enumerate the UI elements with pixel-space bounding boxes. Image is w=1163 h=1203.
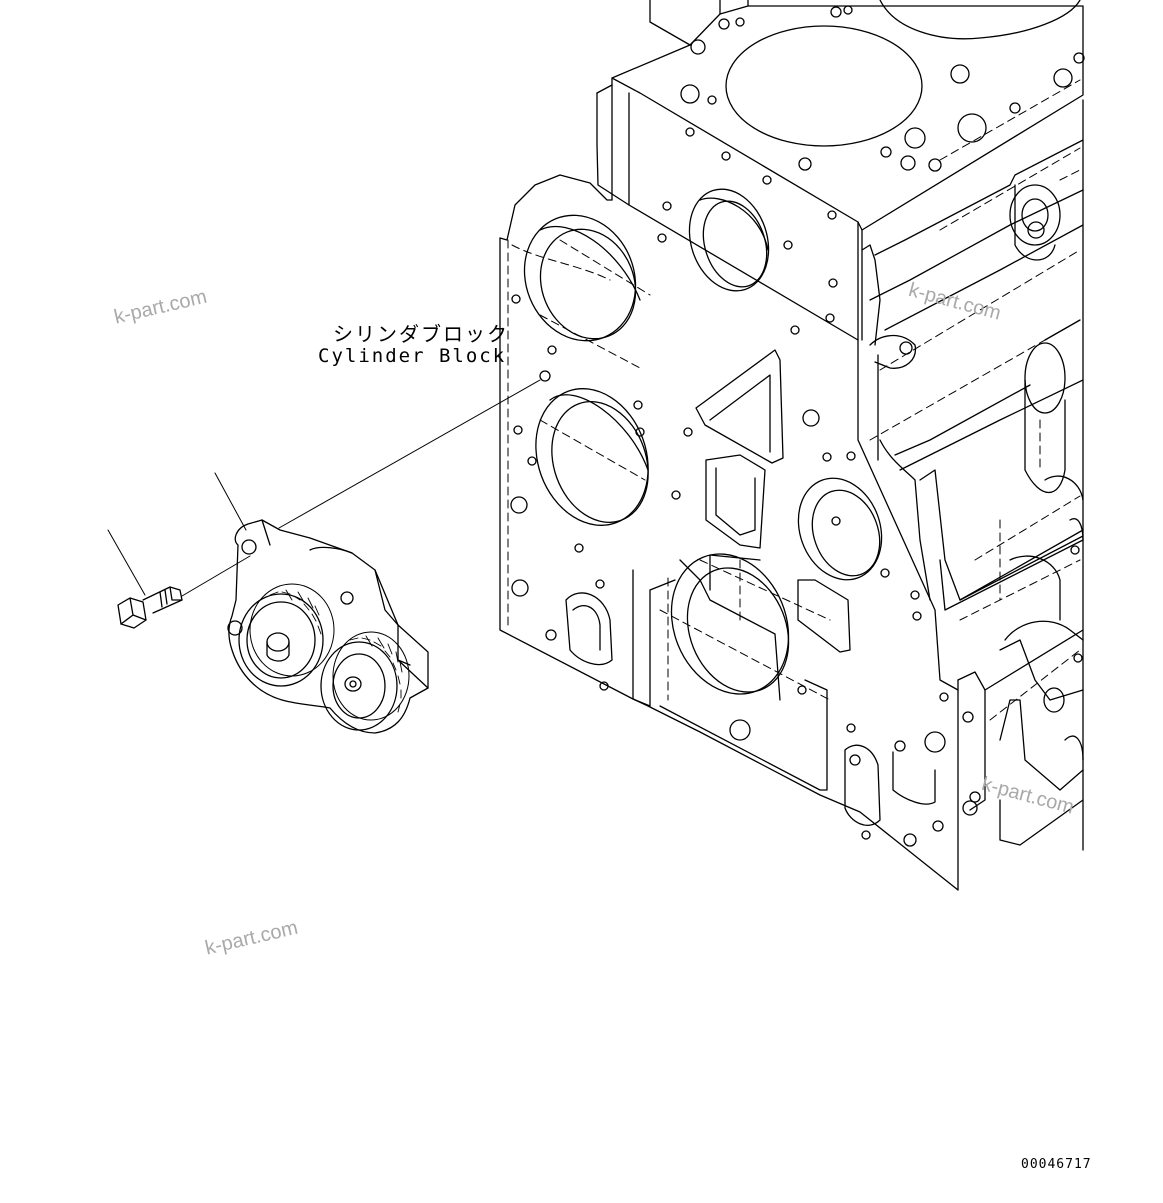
bolt-drawing	[117, 586, 183, 629]
cylinder-block-drawing	[499, 0, 1085, 891]
callout-label-english: Cylinder Block	[318, 345, 507, 367]
drawing-code: 00046717	[1021, 1157, 1092, 1172]
leader-lines	[107, 379, 541, 597]
callout-label-japanese: シリンダブロック	[333, 322, 509, 346]
gear-pump-drawing	[227, 519, 429, 734]
